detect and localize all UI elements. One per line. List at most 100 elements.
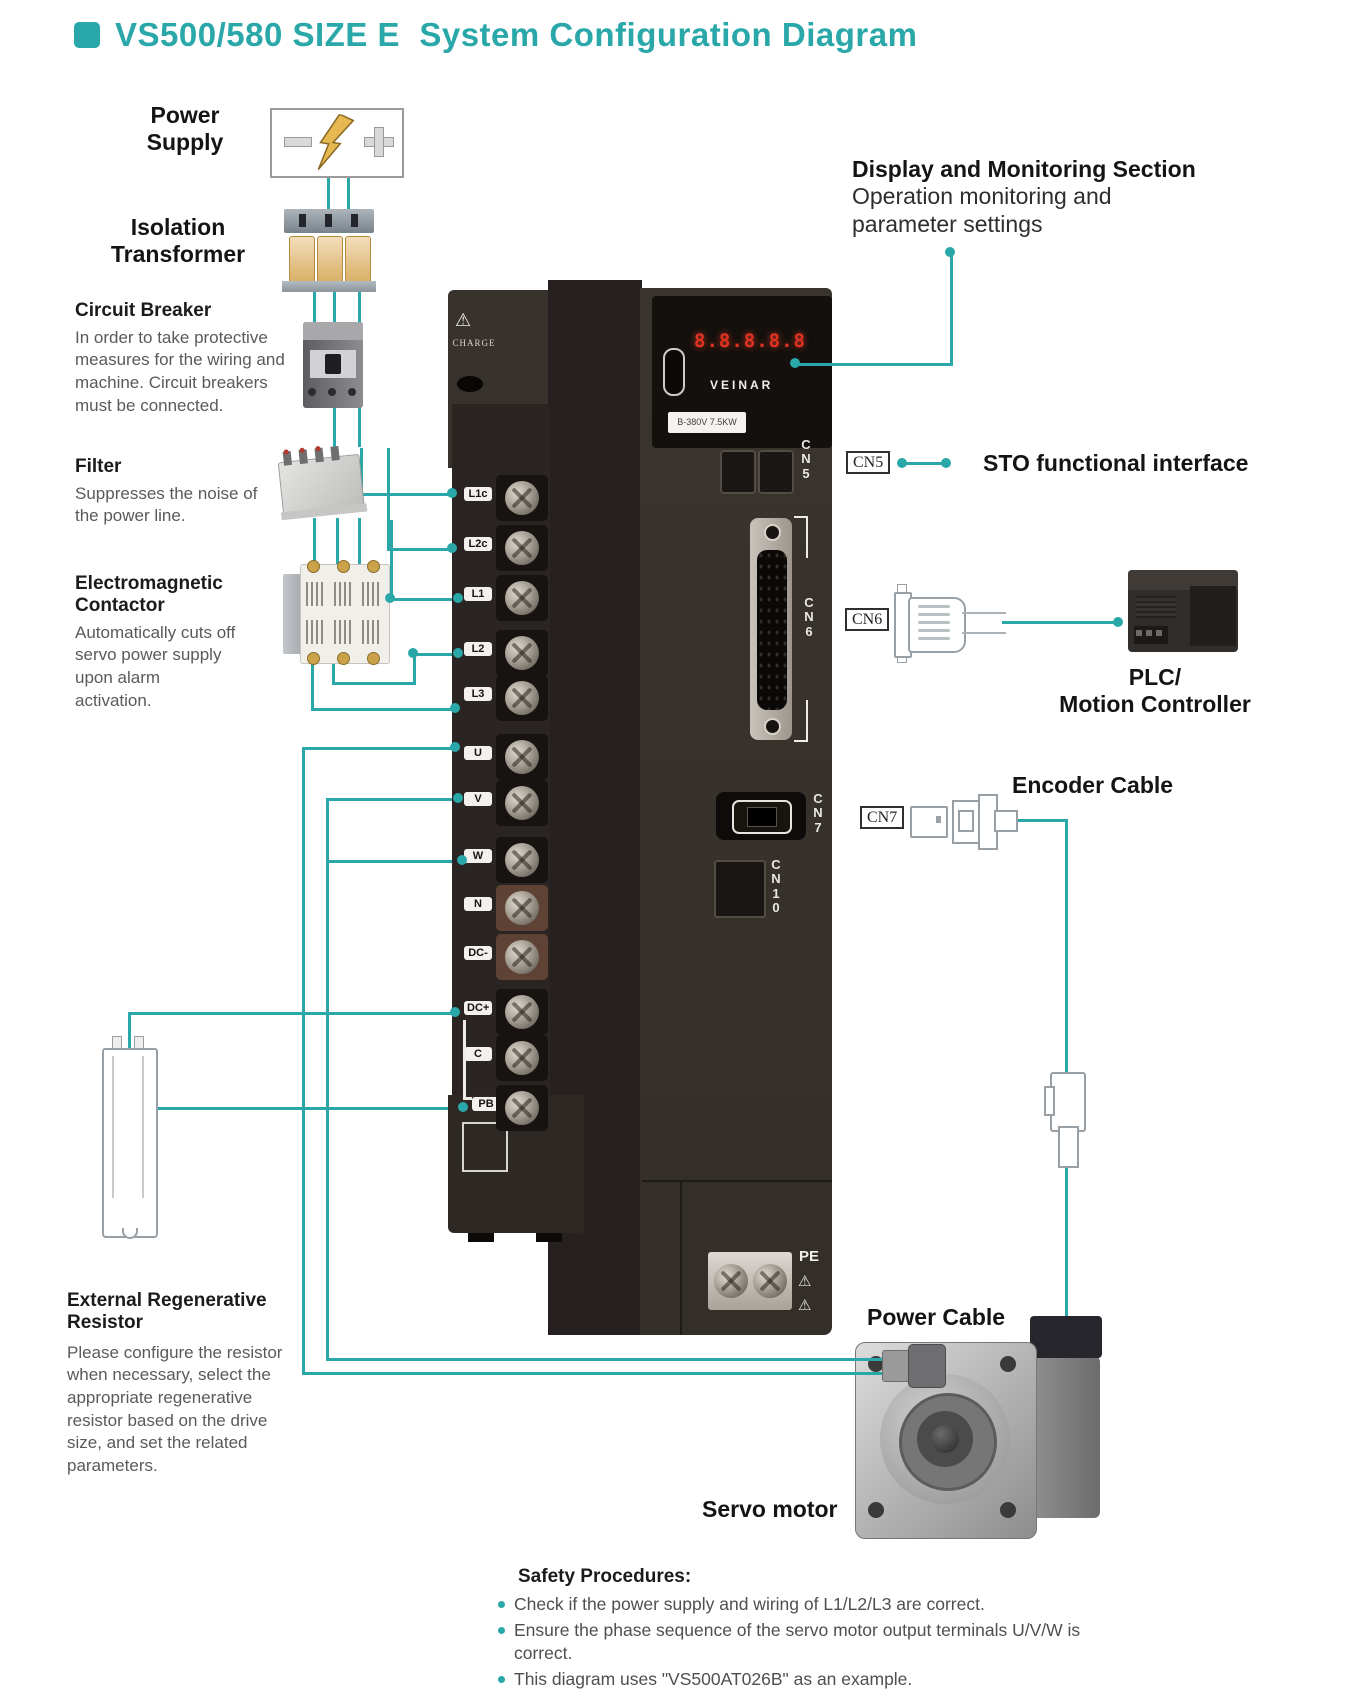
- terminal-label-C: C: [464, 1047, 492, 1061]
- wire-segment: [313, 518, 316, 564]
- brand-logo: VEINAR: [710, 378, 774, 392]
- terminal-screw-C: [496, 1035, 548, 1081]
- terminal-label-W: W: [464, 849, 492, 863]
- contactor-note: Electromagnetic Contactor Automatically …: [75, 573, 280, 712]
- panel-seam: [680, 1182, 682, 1335]
- wire-segment: [1065, 1162, 1068, 1320]
- terminal-screw-PB: [496, 1085, 548, 1131]
- wire-segment: [387, 548, 454, 551]
- wire-segment: [1012, 819, 1068, 822]
- wire-dot: [450, 1007, 460, 1017]
- wire-segment: [360, 493, 454, 496]
- wire-segment: [332, 660, 335, 684]
- safety-procedures: Safety Procedures: Check if the power su…: [498, 1566, 1166, 1694]
- usb-port-icon: [663, 348, 685, 396]
- terminal-label-V: V: [464, 792, 492, 806]
- terminal-screw-L1: [496, 575, 548, 621]
- wire-segment: [302, 747, 305, 1375]
- screw-icon: [505, 1041, 539, 1075]
- terminal-screw-N: [496, 885, 548, 931]
- cn6-screw: [764, 718, 781, 735]
- wire-segment: [333, 288, 336, 324]
- screw-icon: [505, 786, 539, 820]
- wire-dot: [408, 648, 418, 658]
- screw-icon: [505, 940, 539, 974]
- pe-screw: [753, 1264, 787, 1298]
- wire-segment: [390, 598, 460, 601]
- cn6-port-label: CN6: [804, 595, 814, 639]
- wire-segment: [902, 462, 948, 465]
- wire-segment: [336, 518, 339, 564]
- wire-segment: [302, 1372, 890, 1375]
- pe-screw: [714, 1264, 748, 1298]
- wire-segment: [332, 682, 416, 685]
- wire-segment: [413, 653, 460, 656]
- filter-body: Suppresses the noise of the power line.: [75, 483, 258, 526]
- jumper-line: [463, 1097, 472, 1100]
- power-supply-label: Power Supply: [146, 102, 224, 156]
- cn10-port-label: CN10: [771, 857, 781, 915]
- safety-item: Ensure the phase sequence of the servo m…: [498, 1619, 1166, 1665]
- screw-icon: [505, 995, 539, 1029]
- wire-dot: [447, 543, 457, 553]
- wire-segment: [358, 405, 361, 447]
- wire-dot: [450, 742, 460, 752]
- encoder-cable-label: Encoder Cable: [1012, 772, 1174, 798]
- wire-segment: [313, 288, 316, 324]
- filter-note: Filter Suppresses the noise of the power…: [75, 456, 275, 528]
- sto-label: STO functional interface: [983, 450, 1249, 476]
- bullet-icon: [498, 1600, 505, 1608]
- wire-segment: [311, 660, 314, 711]
- wire-segment: [150, 1107, 465, 1110]
- terminal-label-PB: PB: [472, 1097, 500, 1111]
- wire-segment: [128, 1012, 131, 1050]
- cn5-connector: [758, 450, 794, 494]
- plc-label: PLC/ Motion Controller: [1059, 664, 1251, 718]
- rating-label: B-380V 7.5KW: [668, 412, 746, 433]
- display-section-note: Display and Monitoring Section Operation…: [852, 156, 1222, 238]
- wire-dot: [453, 593, 463, 603]
- terminal-label-L3: L3: [464, 687, 492, 701]
- terminal-screw-V: [496, 780, 548, 826]
- safety-item: This diagram uses "VS500AT026B" as an ex…: [498, 1668, 1166, 1691]
- safety-heading: Safety Procedures:: [518, 1566, 692, 1587]
- terminal-screw-DC-: [496, 934, 548, 980]
- wire-segment: [302, 747, 457, 750]
- terminal-label-DC-: DC-: [464, 946, 492, 960]
- drive-foot-cutout: [462, 1122, 508, 1172]
- terminal-screw-L1c: [496, 475, 548, 521]
- bullet-icon: [498, 1626, 505, 1634]
- drive-foot-pad: [468, 1233, 494, 1242]
- terminal-screw-W: [496, 837, 548, 883]
- wire-segment: [360, 448, 363, 496]
- wire-segment: [326, 860, 464, 863]
- wire-segment: [327, 172, 330, 212]
- wire-segment: [326, 798, 460, 801]
- cn6-bracket: [794, 516, 808, 558]
- display-section-heading: Display and Monitoring Section: [852, 156, 1196, 182]
- terminal-screw-L2c: [496, 525, 548, 571]
- filter-image: [274, 442, 368, 523]
- wire-dot: [450, 703, 460, 713]
- circuit-breaker-body: In order to take protective measures for…: [75, 327, 285, 415]
- terminal-label-L2c: L2c: [464, 537, 492, 551]
- wire-segment: [128, 1012, 457, 1015]
- screw-icon: [505, 1091, 539, 1125]
- wire-segment: [1002, 621, 1122, 624]
- cn5-connector: [720, 450, 756, 494]
- cn7-tag: CN7: [860, 806, 905, 829]
- circuit-breaker-note: Circuit Breaker In order to take protect…: [75, 300, 295, 417]
- pe-label: PE: [799, 1248, 820, 1265]
- contactor-body: Automatically cuts off servo power suppl…: [75, 622, 236, 710]
- cn10-connector: [714, 860, 766, 918]
- wire-segment: [326, 798, 329, 1361]
- wire-dot: [897, 458, 907, 468]
- jumper-line: [463, 1020, 466, 1100]
- wire-segment: [413, 653, 416, 685]
- wire-dot: [941, 458, 951, 468]
- screw-icon: [505, 636, 539, 670]
- screw-icon: [505, 681, 539, 715]
- wire-dot: [447, 488, 457, 498]
- wire-segment: [1065, 819, 1068, 1074]
- wire-dot: [457, 855, 467, 865]
